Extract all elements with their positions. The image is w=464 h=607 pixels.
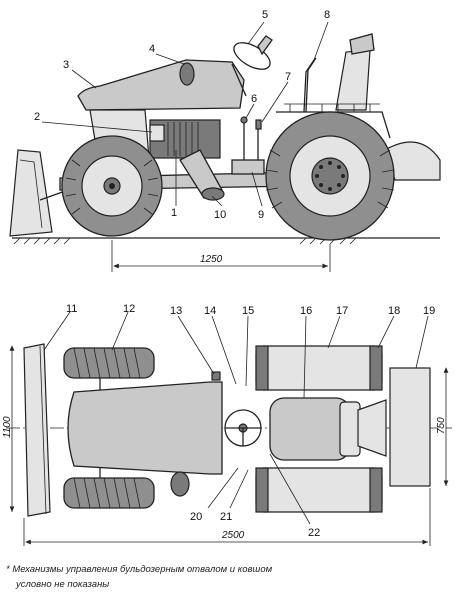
footnote: * Механизмы управления бульдозерным отва… [6, 562, 306, 592]
width-dimension-text: 1100 [2, 416, 13, 438]
top-seat [269, 397, 351, 461]
label-14: 14 [204, 305, 216, 317]
label-8: 8 [324, 9, 330, 21]
top-engine-hood [67, 381, 223, 475]
label-21: 21 [220, 511, 232, 523]
top-headlight [170, 471, 190, 497]
label-7: 7 [285, 71, 291, 83]
wheelbase-dimension-text: 1250 [200, 254, 223, 265]
label-3: 3 [63, 59, 69, 71]
steering-wheel [233, 42, 271, 70]
side-view-leaders [41, 21, 329, 207]
label-18: 18 [388, 305, 400, 317]
label-22: 22 [308, 527, 320, 539]
label-2: 2 [34, 111, 40, 123]
rear-fender [384, 141, 441, 181]
label-11: 11 [66, 303, 77, 315]
front-right-tire [63, 477, 155, 509]
engine-hood [77, 59, 245, 111]
label-16: 16 [300, 305, 312, 317]
label-12: 12 [123, 303, 135, 315]
headlight [179, 62, 195, 86]
label-9: 9 [258, 209, 264, 221]
rear-bucket [389, 367, 431, 487]
footnote-line-1: * Механизмы управления бульдозерным отва… [6, 564, 273, 575]
rear-hitch [357, 399, 387, 457]
side-view: 1250 1 2 3 4 5 6 7 8 9 10 [9, 9, 441, 272]
dozer-blade [9, 149, 53, 237]
label-5: 5 [262, 9, 268, 21]
label-6: 6 [251, 93, 257, 105]
label-17: 17 [336, 305, 348, 317]
steering-column [231, 63, 247, 97]
platform-rail [276, 111, 391, 139]
label-4: 4 [149, 43, 155, 55]
footnote-line-2: условно не показаны [16, 579, 110, 590]
top-view: 1100 750 2500 11 12 13 14 15 1 [2, 303, 452, 546]
rear-right-tire [255, 467, 383, 513]
pedal-box [231, 159, 265, 175]
ground-hatching [13, 237, 357, 245]
label-19: 19 [423, 305, 435, 317]
label-13: 13 [170, 305, 182, 317]
length-dimension-text: 2500 [221, 530, 245, 541]
top-dozer-blade [23, 343, 51, 517]
track-dimension-text: 750 [436, 417, 447, 434]
label-10: 10 [214, 209, 226, 221]
label-15: 15 [242, 305, 254, 317]
top-view-leaders [43, 311, 429, 525]
rear-left-tire [255, 345, 383, 391]
label-1: 1 [171, 207, 177, 219]
seat-back [335, 49, 371, 111]
label-20: 20 [190, 511, 202, 523]
front-left-tire [63, 347, 155, 379]
